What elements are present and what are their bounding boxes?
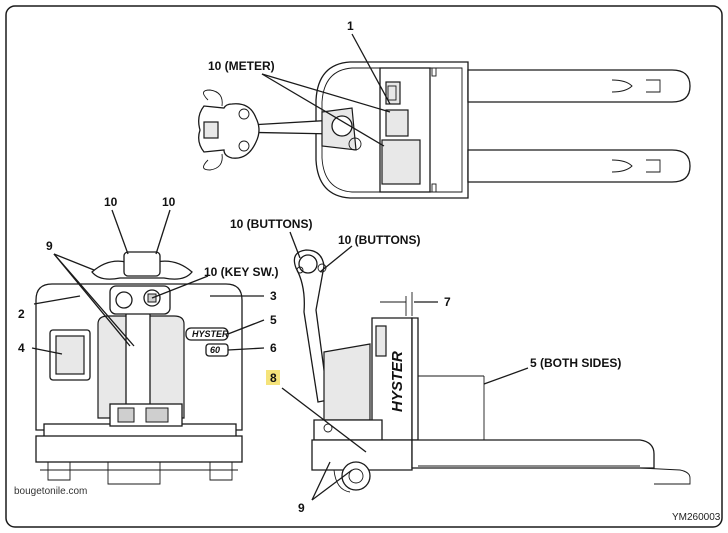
label-10-buttons-b: 10 (BUTTONS)	[338, 233, 420, 247]
label-10-meter: 10 (METER)	[208, 59, 275, 73]
label-4: 4	[18, 341, 25, 355]
label-8-highlight	[266, 370, 280, 385]
figure-frame	[5, 5, 723, 528]
label-2: 2	[18, 307, 25, 321]
label-10-buttons-a: 10 (BUTTONS)	[230, 217, 312, 231]
watermark-text: bougetonile.com	[14, 486, 87, 497]
front-brand-plate: HYSTER	[192, 329, 229, 339]
label-9-side: 9	[298, 501, 305, 515]
figure-code: YM260003	[672, 512, 721, 523]
side-brand-decal: HYSTER	[389, 351, 406, 412]
label-9-front: 9	[46, 239, 53, 253]
label-1: 1	[347, 19, 354, 33]
label-8: 8	[270, 371, 277, 385]
label-10-key-switch: 10 (KEY SW.)	[204, 265, 278, 279]
label-5-both-sides: 5 (BOTH SIDES)	[530, 356, 621, 370]
front-view-truck: HYSTER 60	[35, 251, 243, 485]
label-6: 6	[270, 341, 277, 355]
label-5: 5	[270, 313, 277, 327]
label-3: 3	[270, 289, 277, 303]
label-10-front-right: 10	[162, 195, 176, 209]
model-plate: 60	[210, 345, 220, 355]
side-view-truck: HYSTER	[293, 249, 691, 493]
label-7: 7	[444, 295, 451, 309]
top-view-truck	[198, 61, 691, 199]
label-10-front-left: 10	[104, 195, 118, 209]
